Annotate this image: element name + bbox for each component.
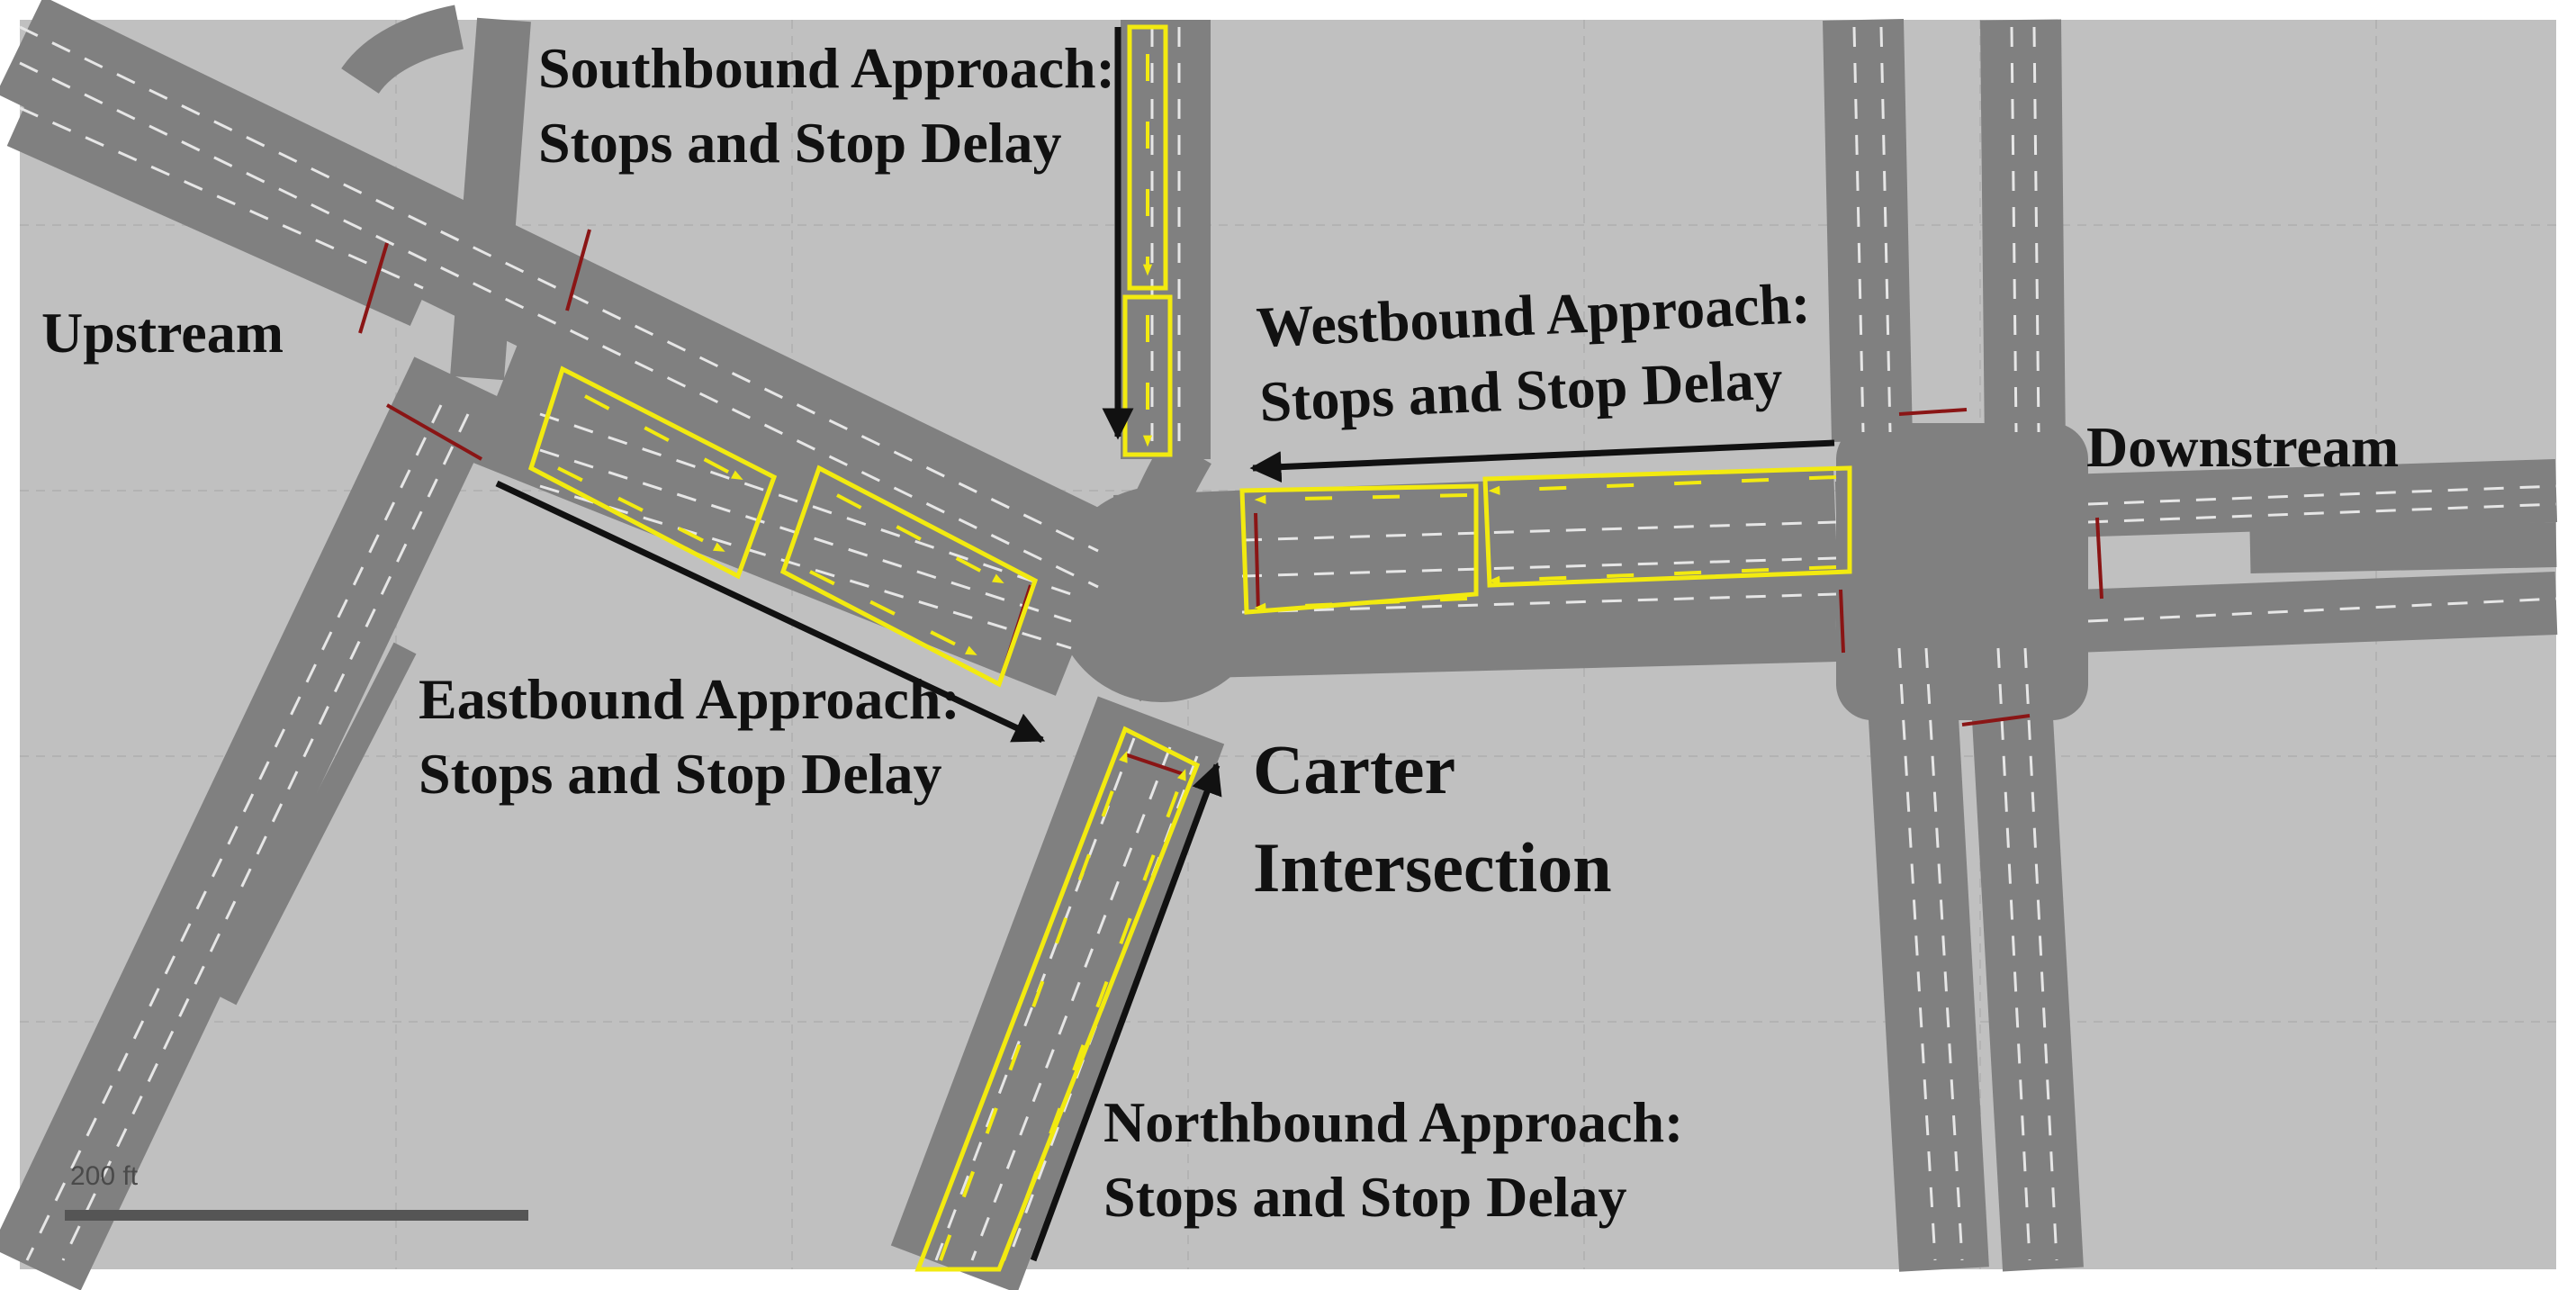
scale-bar-label: 200 ft <box>70 1161 139 1191</box>
northbound-zone <box>914 726 1201 1272</box>
southbound-zone-2 <box>1122 294 1173 457</box>
road-eastbound-approach <box>470 294 1123 696</box>
scale-bar <box>65 1210 528 1221</box>
road-ramp-top <box>341 5 464 95</box>
stop-bar-downstream-west <box>1839 589 1845 654</box>
northbound-arrow <box>1030 762 1222 1262</box>
zone-direction-arrows <box>557 54 1837 1261</box>
stop-bar-upstream-3 <box>386 403 482 461</box>
label-eastbound-approach: Eastbound Approach: Stops and Stop Delay <box>419 667 960 807</box>
label-upstream: Upstream <box>41 301 284 365</box>
stop-bar-northbound <box>1124 753 1184 776</box>
label-northbound-approach: Northbound Approach: Stops and Stop Dela… <box>1103 1090 1684 1230</box>
annotation-arrows <box>495 27 1835 1262</box>
stop-bar-downstream-east <box>2095 517 2103 600</box>
southbound-zone-1 <box>1127 24 1168 291</box>
lane-markings <box>19 25 2557 1261</box>
road-south-vertical-right <box>1967 618 2084 1272</box>
road-south-vertical-left <box>1863 618 1989 1272</box>
label-downstream: Downstream <box>2086 415 2400 479</box>
westbound-zone-1 <box>1239 483 1479 615</box>
label-westbound-approach: Westbound Approach: Stops and Stop Delay <box>1255 271 1812 435</box>
westbound-arrow <box>1249 439 1835 483</box>
road-southwest <box>0 356 504 1290</box>
eastbound-zone-2 <box>779 465 1039 688</box>
downstream-junction-area <box>1836 423 2088 720</box>
road-northbound-approach <box>890 696 1225 1290</box>
stop-bar-downstream-south <box>1961 714 2031 726</box>
road-north-vertical-right <box>1980 19 2066 451</box>
eastbound-arrow <box>495 480 1046 744</box>
label-southbound-approach: Southbound Approach: Stops and Stop Dela… <box>538 36 1115 176</box>
road-southwest-shoulder <box>213 642 417 1006</box>
road-downstream-median <box>2249 522 2557 573</box>
carter-junction-area <box>1053 486 1269 702</box>
stop-bar-downstream-north <box>1898 408 1968 416</box>
eastbound-zone-1 <box>527 365 778 580</box>
detector-zones <box>527 24 1852 1272</box>
stop-bar-westbound <box>1254 512 1260 613</box>
stop-bar-upstream-2 <box>565 229 591 311</box>
road-north-vertical-left <box>1823 19 1913 442</box>
stop-bar-upstream-1 <box>358 242 389 334</box>
westbound-zone-2 <box>1482 465 1852 588</box>
label-carter-intersection: Carter Intersection <box>1253 730 1612 907</box>
road-vertical-left <box>450 17 531 381</box>
road-diagonal-secondary <box>6 88 437 326</box>
